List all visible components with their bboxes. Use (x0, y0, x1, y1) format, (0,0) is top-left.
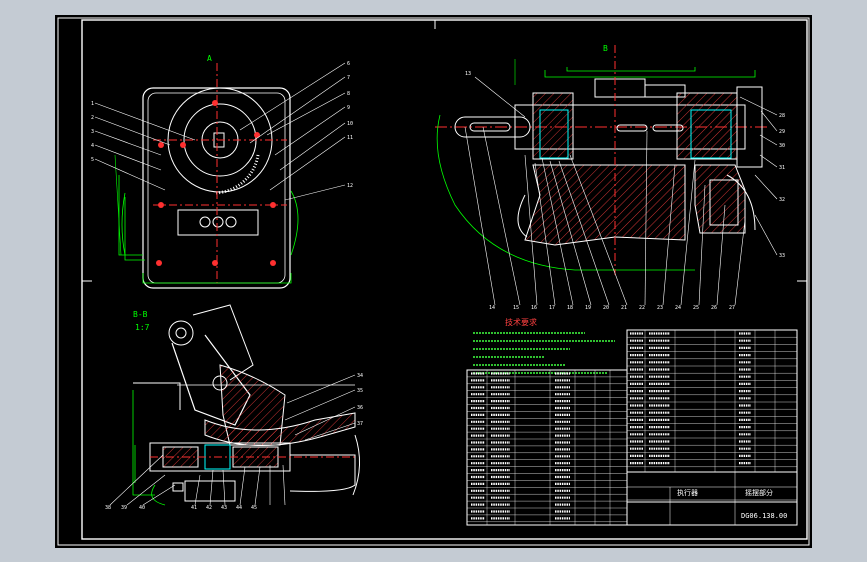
balloon-number: 18 (567, 305, 573, 311)
balloon-number: 7 (347, 75, 350, 81)
balloon-number: 16 (531, 305, 537, 311)
balloon-number: 13 (465, 71, 471, 77)
balloon-number: 17 (549, 305, 555, 311)
balloon-number: 33 (779, 253, 785, 259)
balloon-number: 28 (779, 113, 785, 119)
side-section-view (435, 45, 778, 306)
balloon-number: 19 (585, 305, 591, 311)
balloon-number: 39 (121, 505, 127, 511)
balloon-number: 15 (513, 305, 519, 311)
balloon-number: 22 (639, 305, 645, 311)
tech-req-title: 技术要求 (505, 317, 537, 327)
parts-list-table (466, 329, 798, 526)
balloon-number: 1 (91, 101, 94, 107)
balloon-number: 37 (357, 421, 363, 427)
balloon-number: 42 (206, 505, 212, 511)
balloon-number: 3 (91, 129, 94, 135)
balloon-number: 6 (347, 61, 350, 67)
balloon-number: 35 (357, 388, 363, 394)
view-label-side: B (603, 44, 608, 53)
technical-requirements: 技术要求 (473, 317, 615, 374)
balloon-number: 44 (236, 505, 242, 511)
balloon-number: 5 (91, 157, 94, 163)
balloon-number: 4 (91, 143, 94, 149)
balloon-number: 32 (779, 197, 785, 203)
balloon-number: 23 (657, 305, 663, 311)
engineering-drawing: 技术要求 执行器 摇摆部分 DG06.138.00 A B B-B 1:7 12… (57, 17, 810, 546)
front-view (94, 62, 346, 289)
balloon-number: 24 (675, 305, 681, 311)
balloon-number: 10 (347, 121, 353, 127)
section-b-b-view (109, 304, 360, 506)
balloon-number: 40 (139, 505, 145, 511)
balloon-number: 9 (347, 105, 350, 111)
balloon-number: 25 (693, 305, 699, 311)
balloon-number: 20 (603, 305, 609, 311)
balloon-number: 2 (91, 115, 94, 121)
balloon-number: 27 (729, 305, 735, 311)
balloon-number: 29 (779, 129, 785, 135)
title-block-drawing-no: DG06.138.00 (741, 512, 787, 520)
balloon-number: 11 (347, 135, 353, 141)
balloon-number: 31 (779, 165, 785, 171)
balloon-number: 41 (191, 505, 197, 511)
balloon-number: 8 (347, 91, 350, 97)
balloon-number: 34 (357, 373, 363, 379)
view-label-top: A (207, 54, 212, 63)
section-label: B-B (133, 310, 148, 319)
title-block: 执行器 摇摆部分 DG06.138.00 (626, 471, 798, 526)
balloon-number: 14 (489, 305, 495, 311)
outer-frame (57, 17, 810, 546)
balloon-number: 43 (221, 505, 227, 511)
section-scale: 1:7 (135, 323, 150, 332)
balloon-number: 30 (779, 143, 785, 149)
title-block-part-title: 摇摆部分 (745, 488, 773, 497)
inner-frame (81, 19, 808, 540)
balloon-number: 26 (711, 305, 717, 311)
title-block-name: 执行器 (677, 488, 698, 497)
balloon-number: 36 (357, 405, 363, 411)
balloon-number: 21 (621, 305, 627, 311)
balloon-number: 12 (347, 183, 353, 189)
balloon-number: 45 (251, 505, 257, 511)
balloon-number: 38 (105, 505, 111, 511)
